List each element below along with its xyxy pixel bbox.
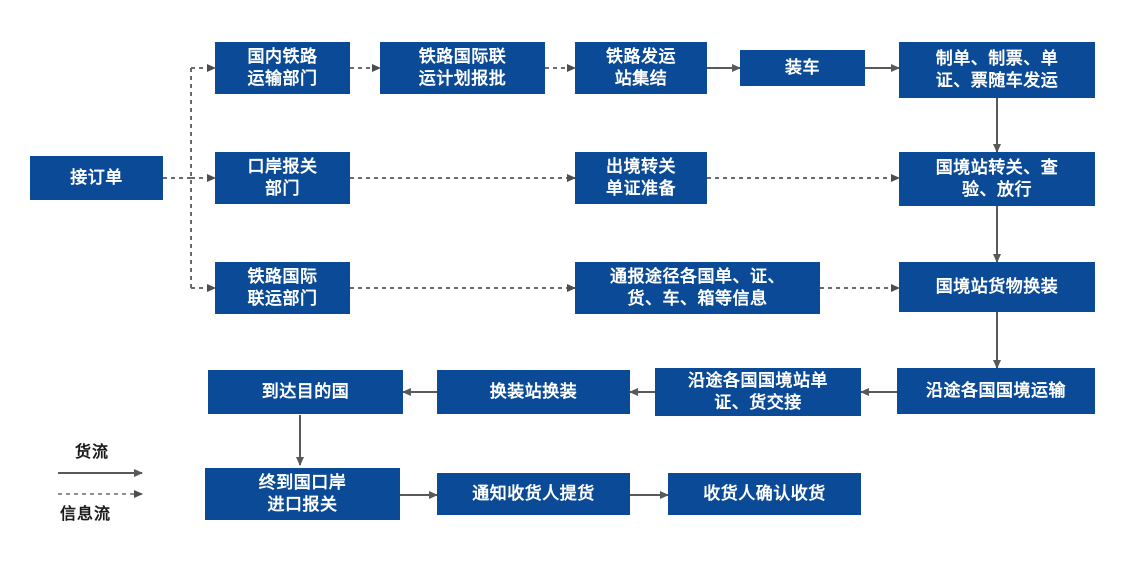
node-consignee-confirm[interactable]: 收货人确认收货 xyxy=(668,473,861,515)
node-transit-border-handover[interactable]: 沿途各国国境站单 证、货交接 xyxy=(655,368,861,416)
node-domestic-rail-dept[interactable]: 国内铁路 运输部门 xyxy=(215,42,350,94)
legend-info-flow-label: 信息流 xyxy=(60,506,112,523)
node-exit-transit-docs[interactable]: 出境转关 单证准备 xyxy=(575,152,707,204)
node-docs-dispatch[interactable]: 制单、制票、单 证、票随车发运 xyxy=(899,42,1095,98)
node-transship-station[interactable]: 换装站换装 xyxy=(437,370,630,414)
node-intl-plan-approval[interactable]: 铁路国际联 运计划报批 xyxy=(380,42,545,94)
node-station-assembly[interactable]: 铁路发运 站集结 xyxy=(575,42,707,94)
node-border-transit-inspect[interactable]: 国境站转关、查 验、放行 xyxy=(899,152,1095,206)
node-transit-countries-transport[interactable]: 沿途各国国境运输 xyxy=(897,368,1095,414)
node-arrive-destination[interactable]: 到达目的国 xyxy=(208,370,403,414)
node-order[interactable]: 接订单 xyxy=(30,156,163,200)
node-intl-through-dept[interactable]: 铁路国际 联运部门 xyxy=(215,262,350,314)
node-final-port-import-customs[interactable]: 终到国口岸 进口报关 xyxy=(205,468,400,520)
node-notify-countries-info[interactable]: 通报途径各国单、证、 货、车、箱等信息 xyxy=(575,262,820,314)
node-notify-consignee[interactable]: 通知收货人提货 xyxy=(437,473,630,515)
node-port-customs-dept[interactable]: 口岸报关 部门 xyxy=(215,152,350,204)
legend-goods-flow-label: 货流 xyxy=(75,444,110,461)
node-loading[interactable]: 装车 xyxy=(740,50,865,86)
node-border-transship[interactable]: 国境站货物换装 xyxy=(899,262,1095,312)
